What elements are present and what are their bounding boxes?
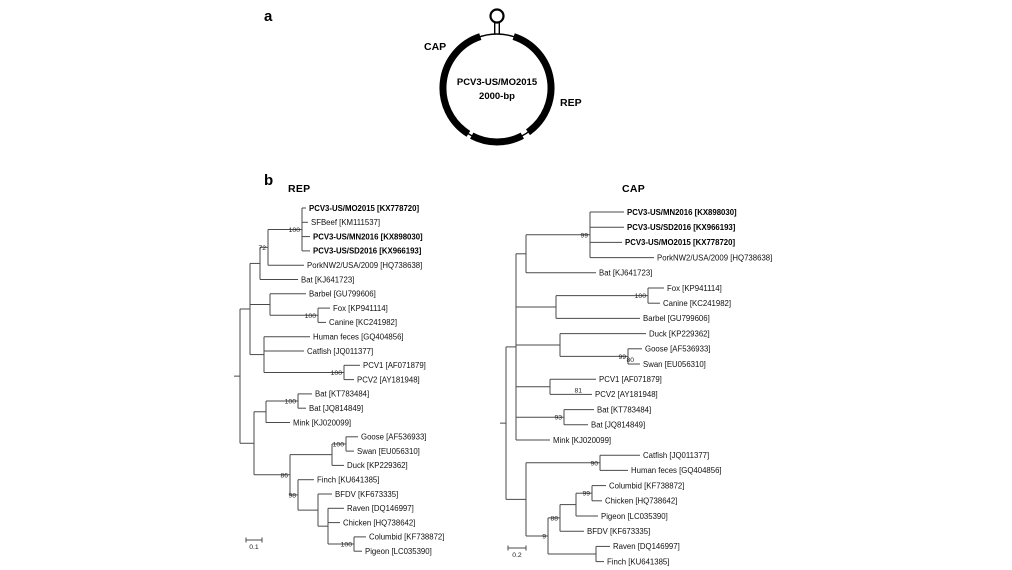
panel-a-letter: a [264, 8, 273, 25]
bootstrap-value: 100 [635, 293, 647, 300]
taxon-label: PCV1 [AF071879] [599, 375, 662, 384]
taxon-label: PCV1 [AF071879] [363, 361, 426, 370]
rep-tree-svg: 72 100 PCV3-US/MO2015 [KX778720] SFBeef [KM… [234, 204, 444, 556]
taxon-label: PCV3-US/MO2015 [KX778720] [309, 204, 419, 213]
bootstrap-value: 88 [550, 515, 558, 522]
taxon-label: Duck [KP229362] [347, 461, 408, 470]
scale-bar-value: 0.2 [512, 552, 522, 559]
bootstrap-value: 80 [626, 357, 634, 364]
taxon-label: BFDV [KF673335] [335, 490, 398, 499]
taxon-label: PCV3-US/MN2016 [KX898030] [627, 208, 737, 217]
scale-bar-value: 0.1 [249, 544, 259, 551]
rep-orf-arc [512, 33, 555, 136]
genome-name: PCV3-US/MO2015 [457, 77, 538, 88]
cap-orf-arc [439, 33, 482, 137]
taxon-label: Mink [KJ020099] [293, 418, 351, 427]
taxon-label: Barbel [GU799606] [643, 314, 710, 323]
bootstrap-value: 99 [580, 232, 588, 239]
taxon-label: Raven [DQ146997] [613, 542, 680, 551]
taxon-label: Chicken [HQ738642] [605, 497, 677, 506]
bootstrap-value: 99 [582, 491, 590, 498]
taxon-label: Duck [KP229362] [649, 329, 710, 338]
bootstrap-value: 100 [331, 370, 343, 377]
bootstrap-value: 86 [280, 472, 288, 479]
bottom-orf-arc [470, 132, 524, 146]
bootstrap-value: 99 [618, 354, 626, 361]
taxon-label: Fox [KP941114] [333, 304, 388, 313]
taxon-label: Barbel [GU799606] [309, 290, 376, 299]
taxon-label: Canine [KC241982] [329, 318, 397, 327]
genome-map: CAP REP PCV3-US/MO2015 2000-bp [424, 8, 582, 146]
bootstrap-value: 90 [590, 460, 598, 467]
rep-orf-label: REP [560, 97, 582, 109]
taxon-label: Chicken [HQ738642] [343, 518, 415, 527]
taxon-label: PCV3-US/MN2016 [KX898030] [313, 232, 423, 241]
bootstrap-value: 81 [574, 387, 582, 394]
bootstrap-value: 9 [542, 533, 546, 540]
taxon-label: Bat [KJ641723] [599, 269, 652, 278]
taxon-label: Bat [KT783484] [315, 390, 369, 399]
taxon-label: Catfish [JQ011377] [643, 451, 709, 460]
taxon-label: Pigeon [LC035390] [365, 547, 432, 556]
taxon-label: Finch [KU641385] [607, 557, 669, 566]
taxon-label: Canine [KC241982] [663, 299, 731, 308]
bootstrap-value: 72 [258, 245, 266, 252]
bootstrap-value: 100 [333, 441, 345, 448]
bootstrap-value: 93 [554, 415, 562, 422]
cap-orf-label: CAP [424, 41, 446, 53]
panel-b-letter: b [264, 172, 274, 189]
taxon-label: BFDV [KF673335] [587, 527, 650, 536]
taxon-label: Bat [JQ814849] [309, 404, 363, 413]
taxon-label: Mink [KJ020099] [553, 436, 611, 445]
taxon-label: PCV2 [AY181948] [595, 390, 658, 399]
taxon-label: Finch [KU641385] [317, 476, 379, 485]
bootstrap-value: 100 [285, 399, 297, 406]
taxon-label: SFBeef [KM111537] [311, 218, 380, 227]
taxon-label: PCV2 [AY181948] [357, 375, 420, 384]
taxon-label: Bat [KT783484] [597, 405, 651, 414]
bootstrap-value: 100 [289, 227, 301, 234]
taxon-label: PorkNW2/USA/2009 [HQ738638] [657, 253, 772, 262]
cap-tree-title: CAP [622, 183, 646, 195]
taxon-label: Columbid [KF738872] [369, 533, 444, 542]
genome-size: 2000-bp [479, 91, 515, 102]
taxon-label: Pigeon [LC035390] [601, 512, 668, 521]
taxon-label: PCV3-US/SD2016 [KX966193] [313, 247, 422, 256]
taxon-label: Columbid [KF738872] [609, 481, 684, 490]
taxon-label: Goose [AF536933] [645, 345, 710, 354]
taxon-label: Fox [KP941114] [667, 284, 722, 293]
taxon-label: Swan [EU056310] [357, 447, 420, 456]
cap-tree-svg: 99 PCV3-US/MN2016 [KX898030] PCV3-US/SD201… [500, 208, 772, 566]
taxon-label: Catfish [JQ011377] [307, 347, 373, 356]
bootstrap-value: 98 [288, 492, 296, 499]
taxon-label: Bat [JQ814849] [591, 421, 645, 430]
taxon-label: PCV3-US/MO2015 [KX778720] [625, 238, 735, 247]
taxon-label: Human feces [GQ404856] [631, 466, 722, 475]
taxon-label: Goose [AF536933] [361, 433, 426, 442]
rep-tree-title: REP [288, 183, 311, 195]
taxon-label: PCV3-US/SD2016 [KX966193] [627, 223, 736, 232]
taxon-label: Raven [DQ146997] [347, 504, 414, 513]
taxon-label: Bat [KJ641723] [301, 275, 354, 284]
taxon-label: Human feces [GQ404856] [313, 333, 404, 342]
bootstrap-value: 100 [341, 542, 353, 549]
taxon-label: Swan [EU056310] [643, 360, 706, 369]
taxon-label: PorkNW2/USA/2009 [HQ738638] [307, 261, 422, 270]
stem-loop-icon [489, 8, 505, 24]
bootstrap-value: 100 [305, 313, 317, 320]
